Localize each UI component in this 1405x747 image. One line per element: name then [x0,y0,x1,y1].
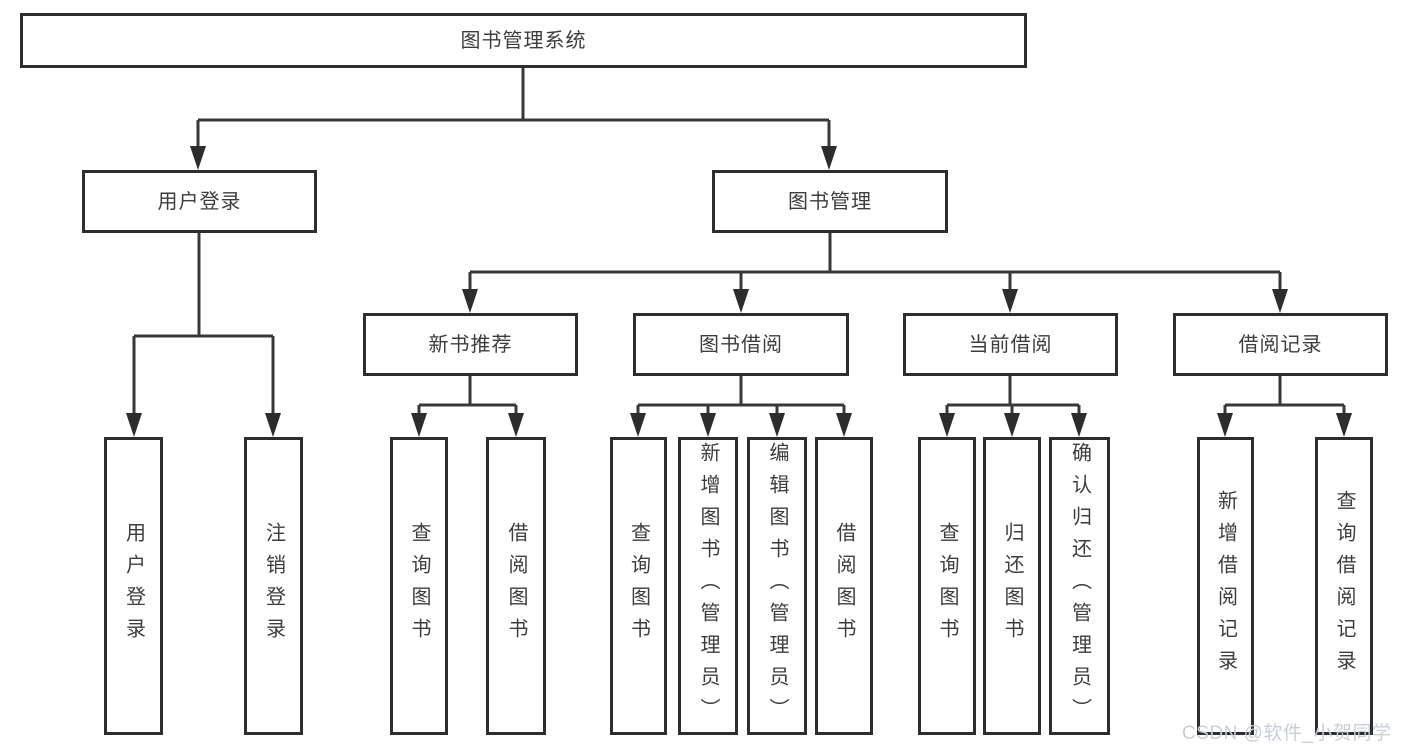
connector-stems [132,68,1346,417]
node-query-books-recommend-label: 查询图书 [408,522,430,650]
arrowheads [126,146,1352,437]
node-user-login-label: 用户登录 [122,522,145,650]
node-book-borrowing-label: 图书借阅 [699,333,783,356]
node-return-books-label: 归还图书 [1001,522,1023,650]
node-query-borrow-record: 查询借阅记录 [1315,437,1373,735]
node-library-system: 图书管理系统 [20,13,1027,68]
node-add-books-admin-label: 新增图书（管理员） [697,442,719,730]
node-query-books-borrow-label: 查询图书 [627,522,650,650]
node-query-books-recommend: 查询图书 [390,437,448,735]
node-return-books: 归还图书 [983,437,1041,735]
node-book-management: 图书管理 [712,170,948,233]
csdn-watermark: CSDN @软件_小贺同学 [1182,723,1392,744]
node-borrow-books: 借阅图书 [815,437,873,735]
node-library-system-label: 图书管理系统 [460,29,587,52]
node-logout: 注销登录 [244,437,303,735]
node-query-books-current: 查询图书 [918,437,976,735]
node-current-borrowing-label: 当前借阅 [968,333,1053,356]
node-confirm-return-admin-label: 确认归还（管理员） [1068,442,1091,730]
node-new-book-recommend: 新书推荐 [363,313,578,376]
node-borrowing-records-label: 借阅记录 [1238,333,1323,356]
node-borrowing-records: 借阅记录 [1173,313,1388,376]
node-borrow-books-label: 借阅图书 [833,522,855,650]
node-book-borrowing: 图书借阅 [633,313,849,376]
node-add-borrow-record-label: 新增借阅记录 [1214,490,1237,682]
node-logout-label: 注销登录 [262,522,285,650]
node-user-login-group: 用户登录 [82,170,317,233]
node-edit-books-admin-label: 编辑图书（管理员） [766,442,788,730]
node-book-management-label: 图书管理 [788,190,872,213]
node-query-books-borrow: 查询图书 [610,437,667,735]
node-current-borrowing: 当前借阅 [903,313,1118,376]
node-edit-books-admin: 编辑图书（管理员） [747,437,807,735]
node-borrow-books-recommend-label: 借阅图书 [505,522,527,650]
node-add-borrow-record: 新增借阅记录 [1197,437,1254,735]
node-query-books-current-label: 查询图书 [936,522,958,650]
node-add-books-admin: 新增图书（管理员） [678,437,738,735]
node-user-login-group-label: 用户登录 [157,190,242,213]
node-confirm-return-admin: 确认归还（管理员） [1049,437,1110,735]
node-borrow-books-recommend: 借阅图书 [486,437,546,735]
node-new-book-recommend-label: 新书推荐 [428,333,513,356]
node-user-login: 用户登录 [104,437,163,735]
node-query-borrow-record-label: 查询借阅记录 [1333,490,1355,682]
